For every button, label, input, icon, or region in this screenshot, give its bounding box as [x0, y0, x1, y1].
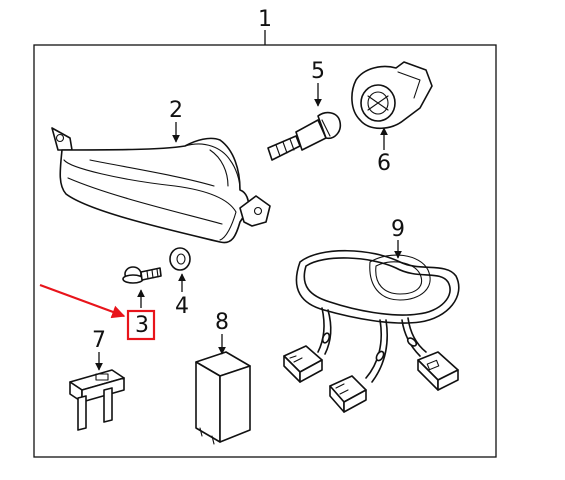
- arrow-icon: [39, 283, 126, 319]
- screw: [122, 266, 162, 284]
- bulb-socket: [351, 61, 433, 130]
- bulb: [267, 111, 342, 161]
- callout-9: 9: [391, 217, 405, 242]
- fuse: [69, 369, 125, 431]
- wiring-harness: [283, 249, 460, 413]
- washer: [169, 247, 191, 271]
- callout-3: 3: [135, 313, 149, 338]
- callout-5: 5: [311, 59, 325, 84]
- callout-3-highlight-box: [126, 309, 156, 341]
- callout-7: 7: [92, 328, 106, 353]
- relay: [195, 351, 251, 445]
- callout-8: 8: [215, 310, 229, 335]
- callout-6: 6: [377, 151, 391, 176]
- callout-2: 2: [169, 98, 183, 123]
- callout-1: 1: [258, 7, 272, 32]
- callout-4: 4: [175, 294, 189, 319]
- fog-lamp-housing: [51, 127, 271, 244]
